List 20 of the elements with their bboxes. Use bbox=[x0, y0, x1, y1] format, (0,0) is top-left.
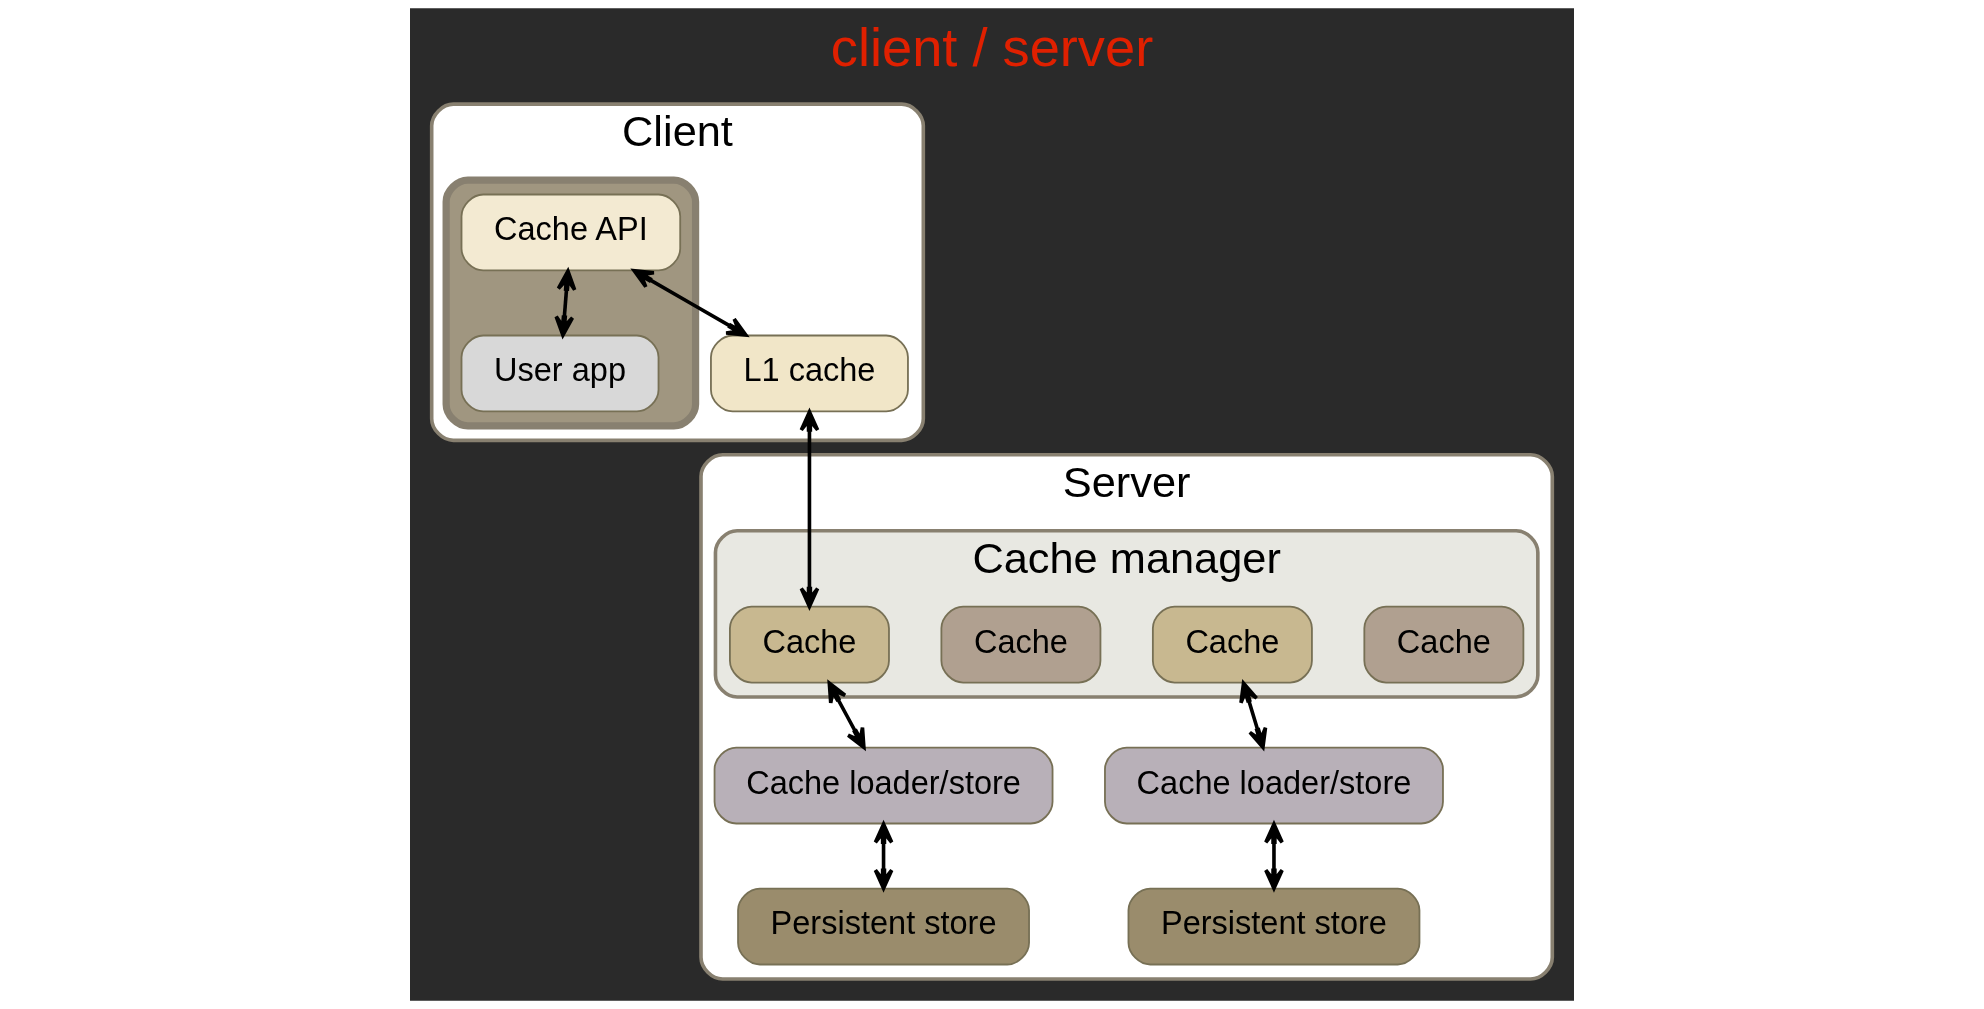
arrow bbox=[873, 822, 894, 891]
node-box: Cache bbox=[940, 605, 1102, 684]
arrow bbox=[554, 269, 577, 337]
node-box: Cache API bbox=[460, 193, 682, 272]
node-box: Persistent store bbox=[1127, 887, 1421, 966]
node-box: Cache loader/store bbox=[1104, 746, 1444, 825]
node-box: Cache loader/store bbox=[713, 746, 1054, 825]
diagram-title: client / server bbox=[830, 17, 1154, 78]
node-box: User app bbox=[460, 334, 660, 413]
node-box: Cache bbox=[729, 605, 890, 684]
node-box: Cache bbox=[1151, 605, 1313, 684]
arrow bbox=[632, 268, 748, 337]
arrow bbox=[799, 410, 820, 609]
arrow bbox=[1264, 822, 1284, 891]
arrow bbox=[1239, 681, 1268, 750]
cluster bbox=[442, 176, 700, 430]
node-box: Persistent store bbox=[737, 887, 1030, 966]
node-box: Cache bbox=[1363, 605, 1525, 684]
node-box: L1 cache bbox=[710, 334, 909, 413]
arrow bbox=[827, 681, 866, 750]
